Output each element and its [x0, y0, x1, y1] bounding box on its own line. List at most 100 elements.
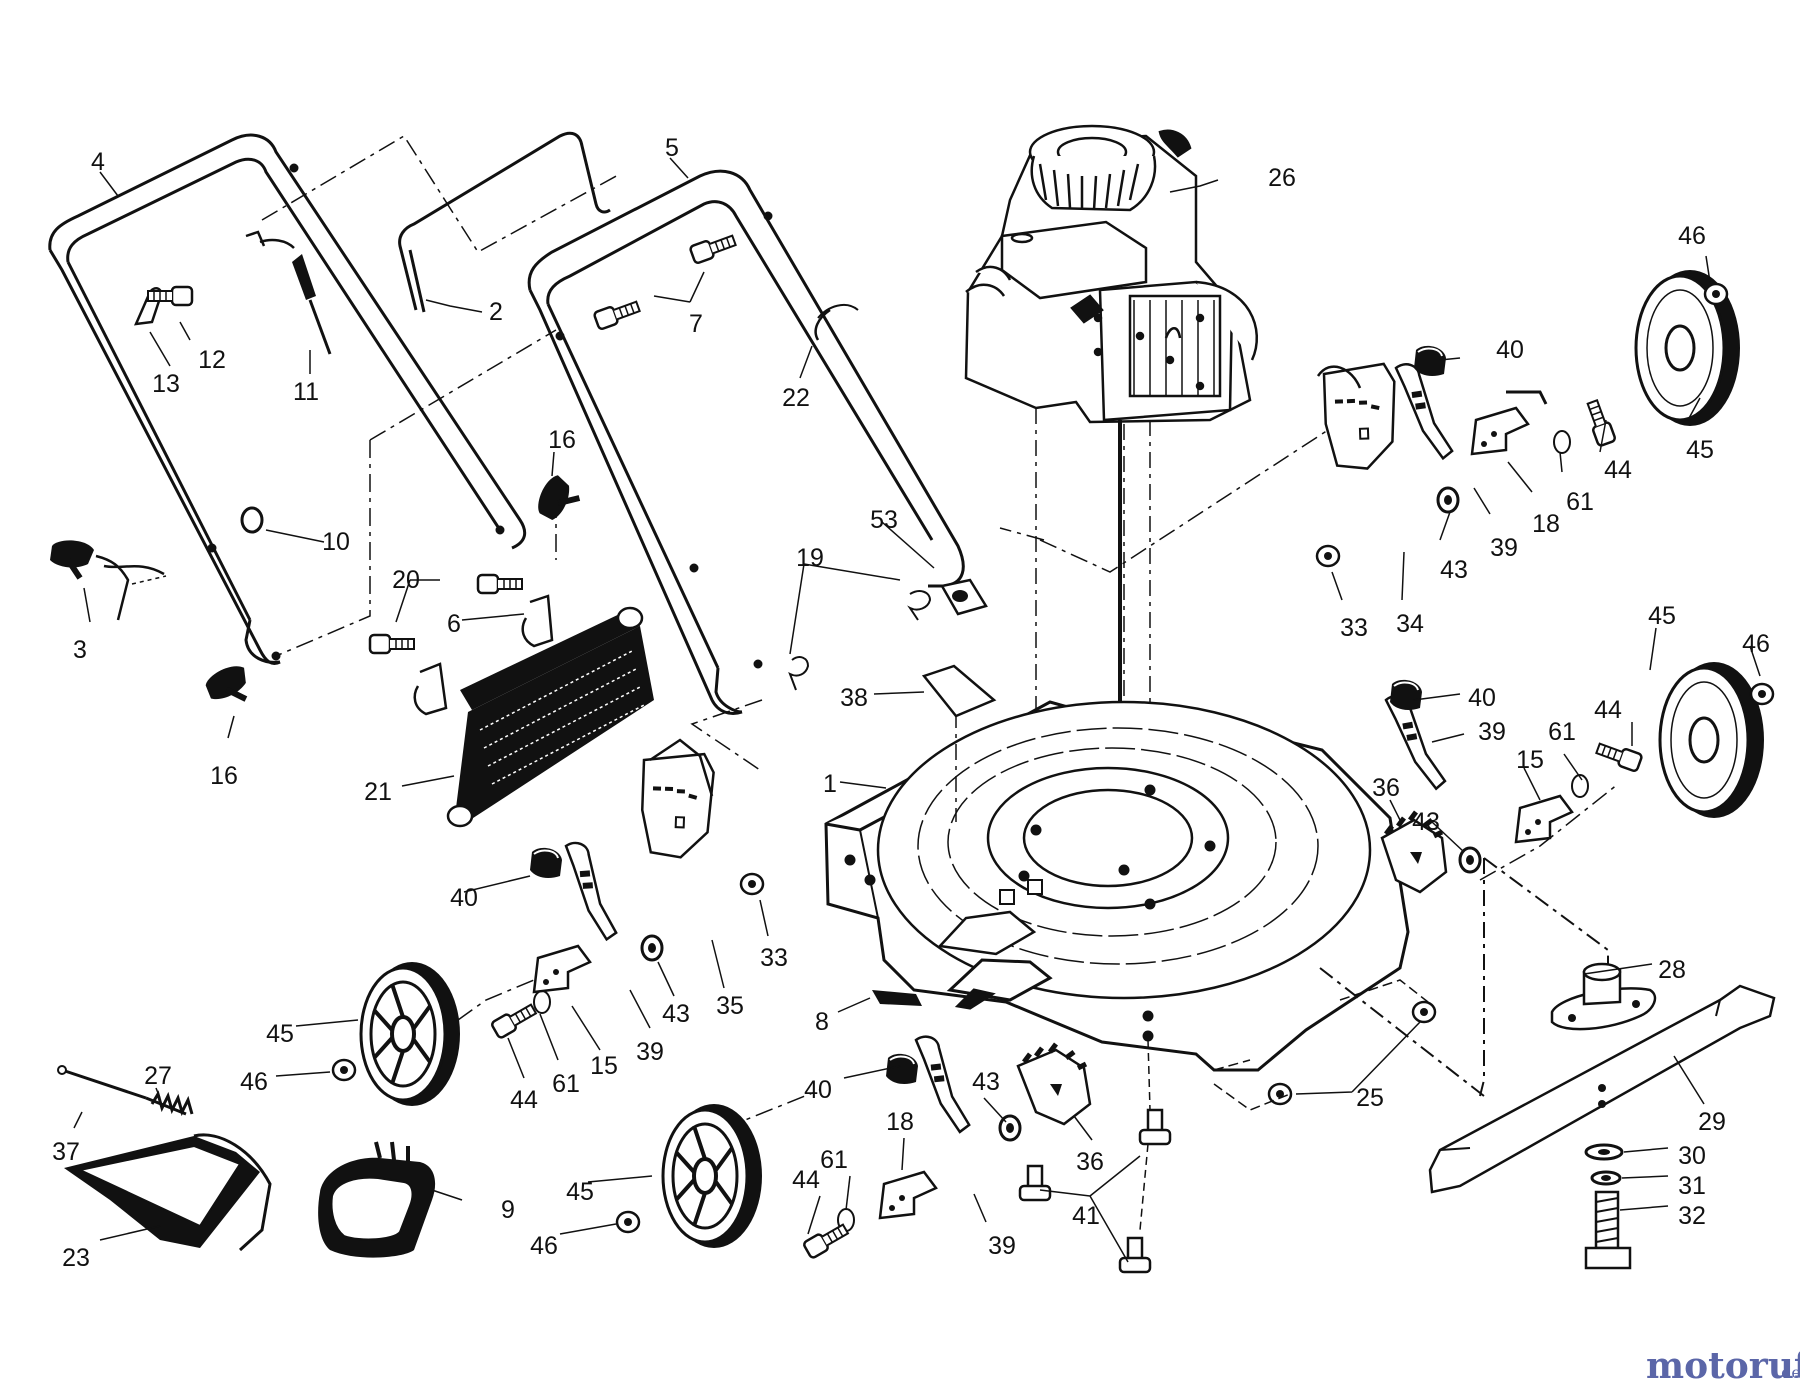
callout-8: 8	[815, 1008, 829, 1036]
bolt-44-c	[489, 999, 540, 1041]
callout-15: 15	[1516, 746, 1544, 774]
hairpin-clip-19-b	[788, 656, 810, 691]
ratchet-36-a	[1380, 810, 1448, 894]
callout-39: 39	[1490, 534, 1518, 562]
callout-32: 32	[1678, 1202, 1706, 1230]
callout-13: 13	[152, 370, 180, 398]
callout-37: 37	[52, 1138, 80, 1166]
callout-45: 45	[1686, 436, 1714, 464]
callout-33: 33	[1340, 614, 1368, 642]
watermark: motoruf .de	[1646, 1345, 1800, 1387]
callout-23: 23	[62, 1244, 90, 1272]
wheel-45-c	[359, 960, 462, 1108]
callout-61: 61	[1548, 718, 1576, 746]
callout-6: 6	[447, 610, 461, 638]
washer-61-a	[1553, 430, 1571, 454]
axle-bracket-15-a	[1514, 794, 1574, 844]
bracket-6-a	[521, 594, 554, 648]
washer-30	[1584, 1143, 1624, 1161]
callout-18: 18	[886, 1108, 914, 1136]
callout-41: 41	[1072, 1202, 1100, 1230]
callout-9: 9	[501, 1196, 515, 1224]
bolt-41-b	[1018, 1164, 1052, 1202]
callout-4: 4	[91, 148, 105, 176]
spacer-43-a	[1436, 486, 1460, 514]
blade-bolt-32	[1584, 1190, 1632, 1270]
bolt-20-b	[368, 633, 416, 655]
lever-cap-40-a	[1413, 344, 1447, 377]
callout-16: 16	[210, 762, 238, 790]
callout-46: 46	[240, 1068, 268, 1096]
cable-tie-22	[814, 308, 831, 341]
engine-26	[964, 124, 1258, 424]
callout-28: 28	[1658, 956, 1686, 984]
callout-leaders	[73, 157, 1761, 1263]
callout-22: 22	[782, 384, 810, 412]
callout-7: 7	[689, 310, 703, 338]
callout-44: 44	[1594, 696, 1622, 724]
wheel-45-b	[1658, 660, 1766, 820]
spacer-43-b	[1458, 846, 1482, 874]
callout-15: 15	[590, 1052, 618, 1080]
callout-38: 38	[840, 684, 868, 712]
nut-46-a	[1703, 282, 1729, 306]
front-right-adjuster	[1380, 678, 1644, 894]
cable-spring-11	[292, 254, 316, 300]
bolt-44-b	[1593, 738, 1644, 774]
callout-1: 1	[823, 770, 837, 798]
bolt-20-a	[476, 573, 524, 595]
callout-21: 21	[364, 778, 392, 806]
callout-61: 61	[1566, 488, 1594, 516]
callout-34: 34	[1396, 610, 1424, 638]
nut-46-c	[331, 1058, 357, 1082]
lower-handle-5	[527, 169, 965, 715]
wheel-45-d	[661, 1102, 764, 1250]
rear-flap-21	[446, 606, 654, 828]
bolt-41-c	[1118, 1236, 1152, 1274]
callout-30: 30	[1678, 1142, 1706, 1170]
mower-deck-1	[824, 700, 1410, 1072]
callout-40: 40	[1468, 684, 1496, 712]
nut-33-a	[1315, 544, 1341, 568]
baffle-38	[921, 664, 997, 718]
callout-27: 27	[144, 1062, 172, 1090]
watermark-suffix: .de	[1776, 1363, 1800, 1382]
height-lever-39-c	[564, 839, 618, 944]
callout-40: 40	[1496, 336, 1524, 364]
washer-61-c	[533, 990, 551, 1014]
axle-bracket-18-a	[1470, 406, 1530, 456]
callout-61: 61	[552, 1070, 580, 1098]
nut-25-a	[1411, 1000, 1437, 1024]
callout-10: 10	[322, 528, 350, 556]
callout-44: 44	[510, 1086, 538, 1114]
handle-knob-16-lower	[201, 660, 258, 715]
callout-12: 12	[198, 346, 226, 374]
callout-39: 39	[636, 1038, 664, 1066]
callout-35: 35	[716, 992, 744, 1020]
callout-45: 45	[1648, 602, 1676, 630]
callout-36: 36	[1076, 1148, 1104, 1176]
handle-knob-3	[50, 540, 94, 578]
torsion-spring-27	[145, 1090, 194, 1117]
callout-26: 26	[1268, 164, 1296, 192]
axle-bracket-15-b	[532, 944, 592, 994]
callout-3: 3	[73, 636, 87, 664]
callout-44: 44	[1604, 456, 1632, 484]
lever-cap-40-d	[885, 1052, 919, 1085]
callout-46: 46	[1742, 630, 1770, 658]
callout-2: 2	[489, 298, 503, 326]
lever-cap-40-c	[529, 846, 563, 879]
callout-19: 19	[796, 544, 824, 572]
handle-knob-16-upper	[534, 472, 584, 526]
spacer-10	[240, 506, 264, 534]
callout-40: 40	[804, 1076, 832, 1104]
callout-43: 43	[1412, 808, 1440, 836]
deck-hardware	[1018, 979, 1437, 1274]
callout-29: 29	[1698, 1108, 1726, 1136]
rear-deflector-23	[64, 1133, 272, 1252]
callout-45: 45	[266, 1020, 294, 1048]
callout-46: 46	[1678, 222, 1706, 250]
rear-door-9	[318, 1141, 436, 1258]
